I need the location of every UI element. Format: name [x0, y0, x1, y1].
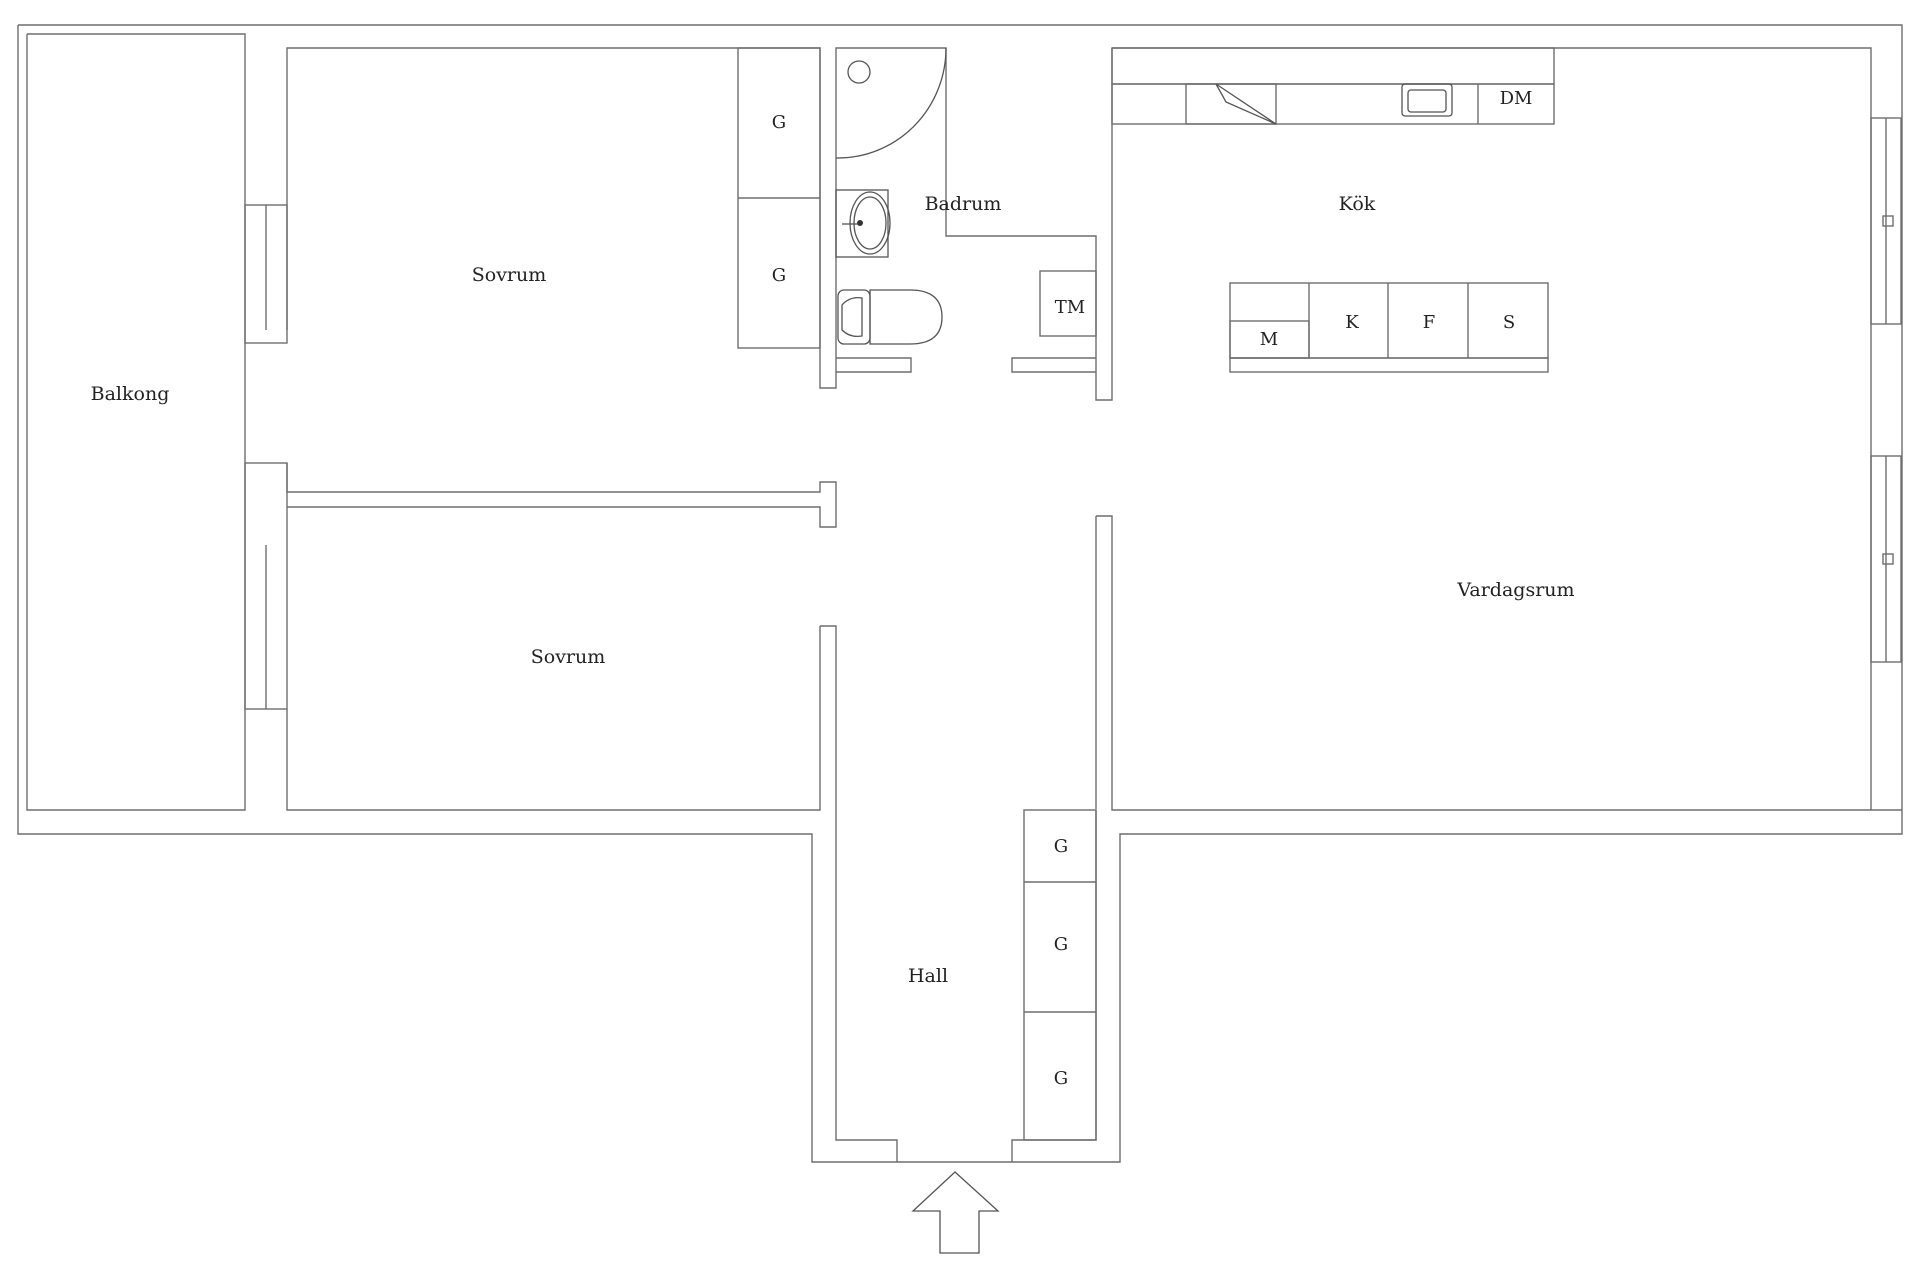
closet-label-bed1-a: G	[772, 112, 786, 133]
outer-walls	[17, 24, 1903, 1163]
kitchen-island	[1229, 282, 1549, 373]
room-label-kok: Kök	[1339, 193, 1376, 215]
kitchen-counter	[1111, 47, 1555, 125]
f-label: F	[1423, 312, 1436, 333]
room-label-sovrum-bottom: Sovrum	[531, 646, 606, 668]
kitchen-living-walls	[1112, 47, 1902, 810]
s-label: S	[1503, 312, 1515, 333]
closet-label-hall-b: G	[1054, 934, 1068, 955]
room-label-badrum: Badrum	[925, 193, 1002, 215]
room-label-balkong: Balkong	[91, 383, 170, 405]
toilet-icon	[837, 289, 943, 345]
bathroom	[835, 47, 1097, 373]
kitchen-sink-icon	[1401, 83, 1453, 117]
room-label-vardagsrum: Vardagsrum	[1456, 579, 1574, 601]
dm-label: DM	[1500, 88, 1533, 109]
hall-closets	[1023, 809, 1097, 1141]
closet-label-hall-c: G	[1054, 1068, 1068, 1089]
tm-label: TM	[1055, 297, 1085, 318]
room-label-hall: Hall	[908, 965, 948, 987]
stove-icon	[1215, 83, 1277, 125]
room-label-sovrum-top: Sovrum	[472, 264, 547, 286]
corridor-walls	[286, 515, 1902, 1162]
closet-label-hall-a: G	[1054, 836, 1068, 857]
k-label: K	[1345, 312, 1359, 333]
balcony	[26, 33, 288, 811]
bedroom-top-walls	[286, 47, 1113, 528]
shower-icon	[836, 47, 947, 159]
closet-label-bed1-b: G	[772, 265, 786, 286]
m-label: M	[1260, 329, 1278, 350]
sink-icon	[835, 189, 891, 258]
entrance-arrow-icon[interactable]	[911, 1171, 1000, 1254]
